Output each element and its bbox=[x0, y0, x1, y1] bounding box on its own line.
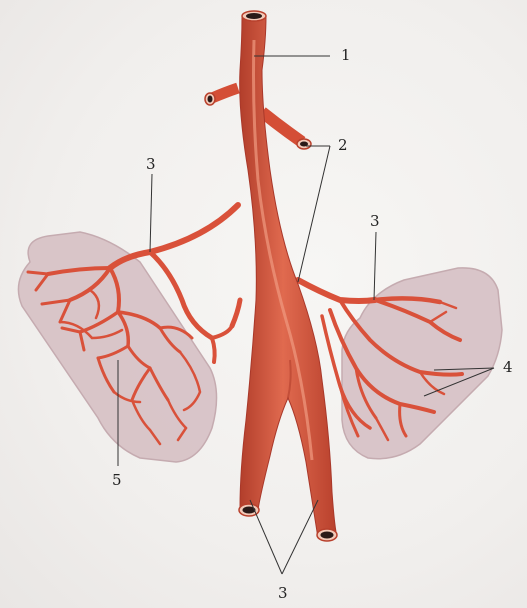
upper-left-branch bbox=[212, 88, 238, 98]
leader-3-right bbox=[374, 232, 376, 300]
label-left-branch: 3 bbox=[146, 157, 156, 172]
leader-3-bottom-a bbox=[250, 500, 282, 574]
label-side-branches: 2 bbox=[338, 138, 348, 153]
label-right-twigs: 4 bbox=[503, 360, 513, 375]
label-bottom-ends: 3 bbox=[278, 586, 288, 601]
leader-3-bottom-b bbox=[282, 500, 318, 574]
leader-3-left bbox=[150, 174, 152, 252]
leader-2b bbox=[298, 146, 330, 282]
label-top-trunk: 1 bbox=[341, 48, 351, 63]
upper-right-branch bbox=[262, 112, 302, 142]
label-left-network: 5 bbox=[112, 473, 122, 488]
right-organ-block bbox=[342, 268, 502, 459]
label-right-branch: 3 bbox=[370, 214, 380, 229]
